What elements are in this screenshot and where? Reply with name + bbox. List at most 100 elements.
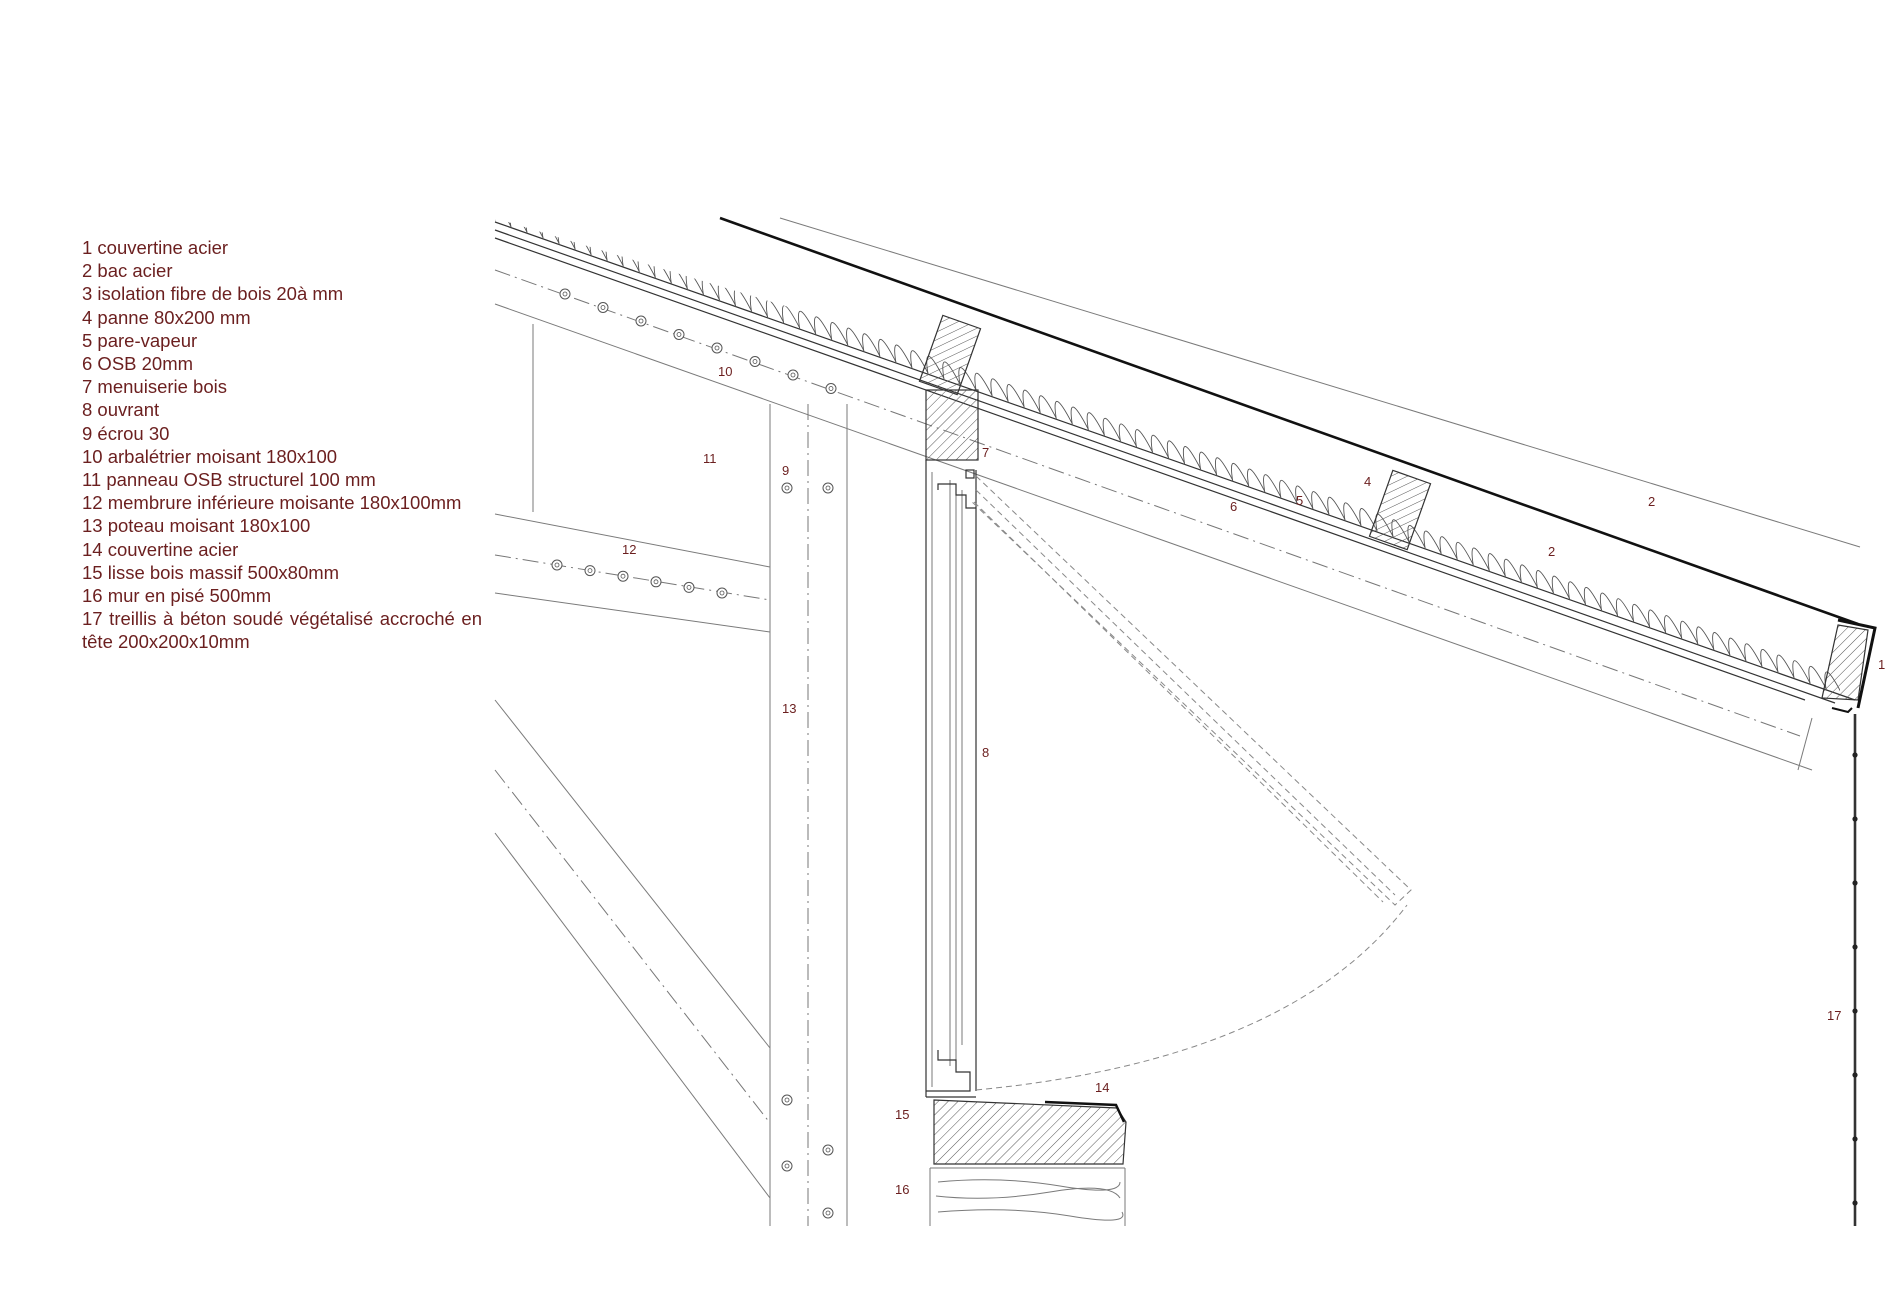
insulation-wave bbox=[589, 237, 608, 261]
callout-9: 9 bbox=[782, 463, 789, 478]
bolt-nut-icon bbox=[686, 585, 692, 590]
insulation-wave bbox=[1054, 401, 1073, 425]
osb-bottom bbox=[494, 237, 1806, 701]
bolt-icon bbox=[822, 1207, 834, 1219]
bolt-icon bbox=[822, 482, 834, 494]
bolt-icon bbox=[781, 1160, 793, 1172]
callout-1: 1 bbox=[1878, 657, 1885, 672]
callout-2a: 2 bbox=[1648, 494, 1655, 509]
base bbox=[929, 1099, 1127, 1226]
callout-7: 7 bbox=[982, 445, 989, 460]
insulation-wave bbox=[1215, 457, 1234, 481]
insulation-wave bbox=[541, 220, 560, 244]
insulation-wave bbox=[1439, 536, 1458, 560]
insulation-wave bbox=[765, 299, 785, 323]
insulation-wave bbox=[1776, 654, 1795, 678]
insulation-wave bbox=[495, 218, 512, 227]
insulation-wave bbox=[781, 305, 801, 329]
insulation-wave bbox=[1086, 412, 1105, 436]
insulation-wave bbox=[1423, 530, 1442, 554]
insulation-wave bbox=[1070, 406, 1089, 430]
insulation-wave bbox=[878, 338, 897, 363]
insulation-wave bbox=[1231, 463, 1250, 487]
insulation-wave bbox=[814, 316, 833, 340]
bolt-nut-icon bbox=[752, 359, 758, 364]
trellis-node-icon bbox=[1852, 816, 1858, 822]
insulation-wave bbox=[717, 282, 736, 306]
legend-item-8: 8 ouvrant bbox=[82, 399, 160, 421]
rafter-end bbox=[1797, 717, 1813, 771]
insulation-wave bbox=[1343, 502, 1362, 526]
insulation-wave bbox=[1615, 598, 1635, 622]
bolt-icon bbox=[716, 587, 728, 599]
wall-plate bbox=[925, 389, 979, 461]
purlin-a bbox=[918, 314, 982, 396]
roof-outer-line bbox=[779, 217, 1861, 548]
bolt-icon bbox=[825, 383, 837, 394]
insulation-wave bbox=[1134, 429, 1153, 453]
vapour-barrier bbox=[494, 229, 1836, 704]
bolt-nut-icon bbox=[784, 1163, 790, 1169]
insulation-wave bbox=[1519, 564, 1538, 588]
roof-assembly bbox=[494, 216, 1890, 771]
bolt-icon bbox=[650, 576, 662, 588]
trellis-node-icon bbox=[1852, 1008, 1858, 1014]
insulation-wave bbox=[621, 248, 640, 272]
insulation-wave bbox=[1118, 423, 1137, 447]
insulation-wave bbox=[557, 226, 576, 250]
rafter-bottom-line bbox=[494, 303, 1813, 771]
bolt-nut-icon bbox=[676, 332, 682, 337]
legend-item-6: 6 OSB 20mm bbox=[82, 353, 194, 375]
insulation-wave bbox=[1632, 603, 1651, 628]
callout-17: 17 bbox=[1827, 1008, 1841, 1023]
insulation-wave bbox=[1792, 660, 1811, 684]
insulation-wave bbox=[974, 372, 993, 396]
insulation-wave bbox=[1744, 643, 1763, 667]
insulation-wave bbox=[509, 218, 528, 233]
callout-15: 15 bbox=[895, 1107, 909, 1122]
legend-item-9: 9 écrou 30 bbox=[82, 422, 170, 444]
insulation-wave bbox=[669, 265, 688, 289]
bolt-icon bbox=[781, 482, 793, 494]
bolt-icon bbox=[617, 570, 629, 582]
insulation-wave bbox=[1873, 689, 1890, 712]
insulation-wave bbox=[1247, 468, 1266, 492]
insulation-waves bbox=[495, 218, 1890, 712]
insulation-wave bbox=[1567, 581, 1586, 605]
insulation-wave bbox=[830, 322, 849, 346]
insulation-wave bbox=[1295, 485, 1314, 509]
insulation-wave bbox=[1311, 491, 1330, 515]
insulation-wave bbox=[1022, 389, 1041, 413]
chord-top bbox=[494, 513, 771, 568]
insulation-wave bbox=[1599, 592, 1619, 616]
insulation-wave bbox=[653, 260, 672, 284]
legend-item-5: 5 pare-vapeur bbox=[82, 329, 198, 351]
open-sash bbox=[969, 475, 1412, 906]
insulation-wave bbox=[1648, 609, 1667, 633]
legend: 1 couvertine acier 2 bac acier 3 isolati… bbox=[82, 236, 482, 654]
callout-13: 13 bbox=[782, 701, 796, 716]
callout-8: 8 bbox=[982, 745, 989, 760]
callout-2b: 2 bbox=[1548, 544, 1555, 559]
bolts bbox=[551, 288, 837, 1219]
insulation-wave bbox=[605, 243, 624, 267]
legend-item-14: 14 couvertine acier bbox=[82, 538, 239, 560]
bolt-icon bbox=[683, 581, 695, 593]
legend-item-4: 4 panne 80x200 mm bbox=[82, 306, 251, 328]
bolt-nut-icon bbox=[638, 318, 644, 324]
bolt-nut-icon bbox=[825, 485, 831, 491]
chord-axis bbox=[494, 554, 771, 601]
trellis-node-icon bbox=[1852, 752, 1858, 758]
insulation-wave bbox=[1696, 626, 1715, 650]
legend-item-10: 10 arbalétrier moisant 180x100 bbox=[82, 445, 338, 467]
insulation-wave bbox=[1808, 665, 1827, 690]
timber-sill bbox=[933, 1099, 1127, 1165]
bolt-icon bbox=[597, 302, 609, 313]
bolt-nut-icon bbox=[562, 291, 568, 297]
insulation-wave bbox=[685, 271, 704, 295]
bolt-icon bbox=[559, 288, 571, 300]
bolt-nut-icon bbox=[828, 386, 834, 391]
legend-item-11: 11 panneau OSB structurel 100 mm bbox=[82, 469, 376, 491]
brace-axis bbox=[494, 769, 771, 1124]
insulation-wave bbox=[1471, 547, 1490, 571]
